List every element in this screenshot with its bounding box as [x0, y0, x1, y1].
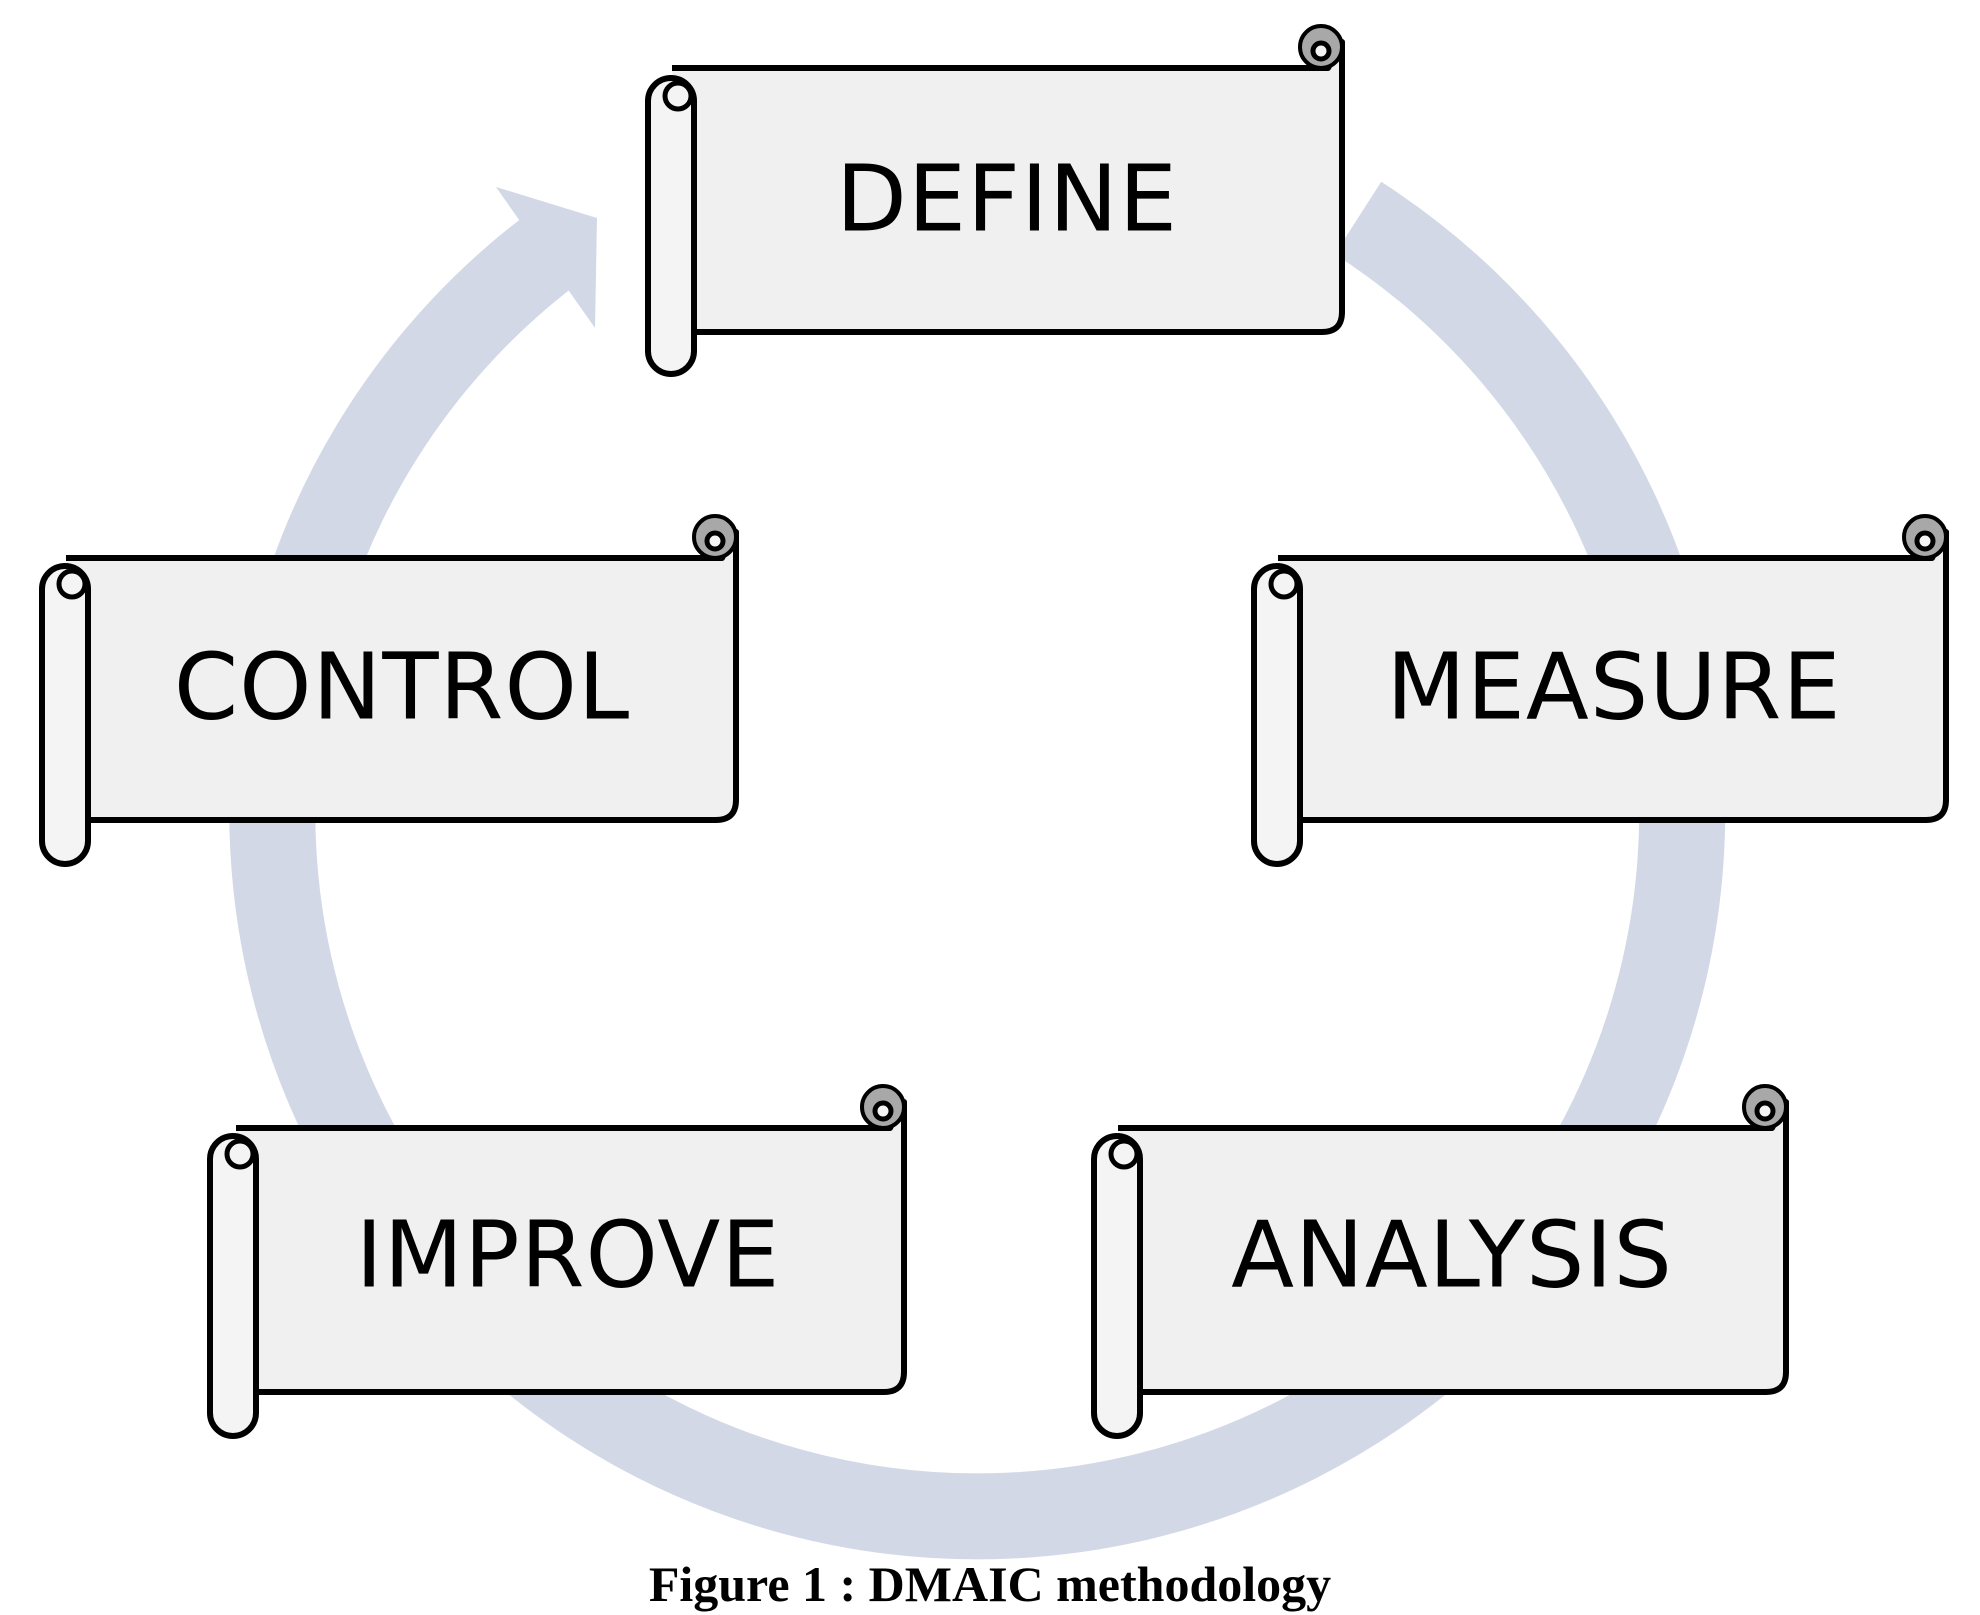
scroll-control: CONTROL — [39, 514, 739, 867]
scroll-define: DEFINE — [645, 24, 1345, 377]
cycle-arrowhead-icon — [496, 187, 597, 328]
scroll-control-roll — [39, 563, 91, 867]
scroll-analysis: ANALYSIS — [1091, 1084, 1789, 1439]
step-label-control: CONTROL — [174, 634, 630, 741]
step-label-improve: IMPROVE — [356, 1202, 781, 1309]
scroll-improve-top-curl-icon — [224, 1138, 256, 1170]
scroll-control-body — [66, 529, 739, 823]
scroll-improve: IMPROVE — [207, 1084, 907, 1439]
scroll-define-top-curl-icon — [662, 80, 694, 112]
scroll-analysis-body — [1118, 1099, 1789, 1395]
scroll-improve-body — [236, 1099, 907, 1395]
scroll-measure-body — [1278, 529, 1949, 823]
scroll-measure-roll — [1251, 563, 1303, 867]
scroll-define-body — [672, 39, 1345, 335]
scroll-measure: MEASURE — [1251, 514, 1949, 867]
figure-caption: Figure 1 : DMAIC methodology — [648, 1556, 1332, 1612]
step-label-define: DEFINE — [836, 146, 1178, 253]
step-label-measure: MEASURE — [1386, 634, 1841, 741]
scroll-measure-top-curl-icon — [1268, 568, 1300, 600]
scroll-analysis-roll — [1091, 1133, 1143, 1439]
scroll-analysis-corner-curl-inner-icon — [1754, 1100, 1776, 1122]
scroll-improve-roll — [207, 1133, 259, 1439]
scroll-control-top-curl-icon — [56, 568, 88, 600]
scroll-improve-corner-curl-inner-icon — [872, 1100, 894, 1122]
scroll-control-corner-curl-inner-icon — [704, 530, 726, 552]
scroll-define-roll — [645, 75, 697, 377]
scroll-measure-corner-curl-inner-icon — [1914, 530, 1936, 552]
scroll-define-corner-curl-inner-icon — [1310, 40, 1332, 62]
scroll-analysis-top-curl-icon — [1108, 1138, 1140, 1170]
step-label-analysis: ANALYSIS — [1231, 1202, 1673, 1309]
